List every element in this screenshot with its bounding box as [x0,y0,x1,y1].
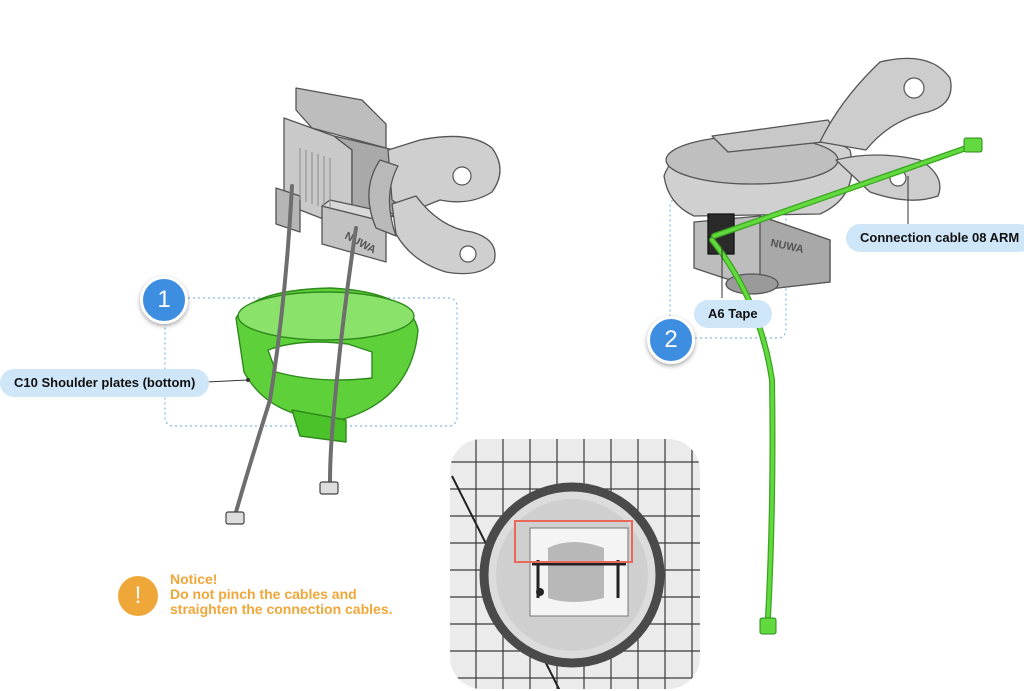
notice-line-1: Do not pinch the cables and [170,586,357,602]
bracket-hole-upper [452,166,472,186]
shoulder-dome [663,119,853,217]
exclamation-icon: ! [118,576,158,616]
cables [234,184,358,514]
notice-title: Notice! [170,571,218,587]
notice-text: Notice! Do not pinch the cables and stra… [170,572,393,617]
connection-cable-08-arm [709,137,983,635]
bracket-hole-lower [459,245,477,263]
cable-connectors [225,481,339,525]
connection-cable-callout: Connection cable 08 ARM [846,224,1024,252]
shoulder-plates-callout: C10 Shoulder plates (bottom) [0,369,210,397]
shoulder-plate-leader [205,379,249,383]
notice-line-2: straighten the connection cables. [170,601,393,617]
photo-highlight-box [514,520,633,563]
right-bracket-hole-top [903,77,925,99]
step-2-badge: 2 [647,316,695,364]
motor-vent-lines [299,148,331,210]
tape-callout: A6 Tape [694,300,772,328]
notice-block: ! Notice! Do not pinch the cables and st… [118,572,393,617]
step-1-badge: 1 [140,276,188,324]
